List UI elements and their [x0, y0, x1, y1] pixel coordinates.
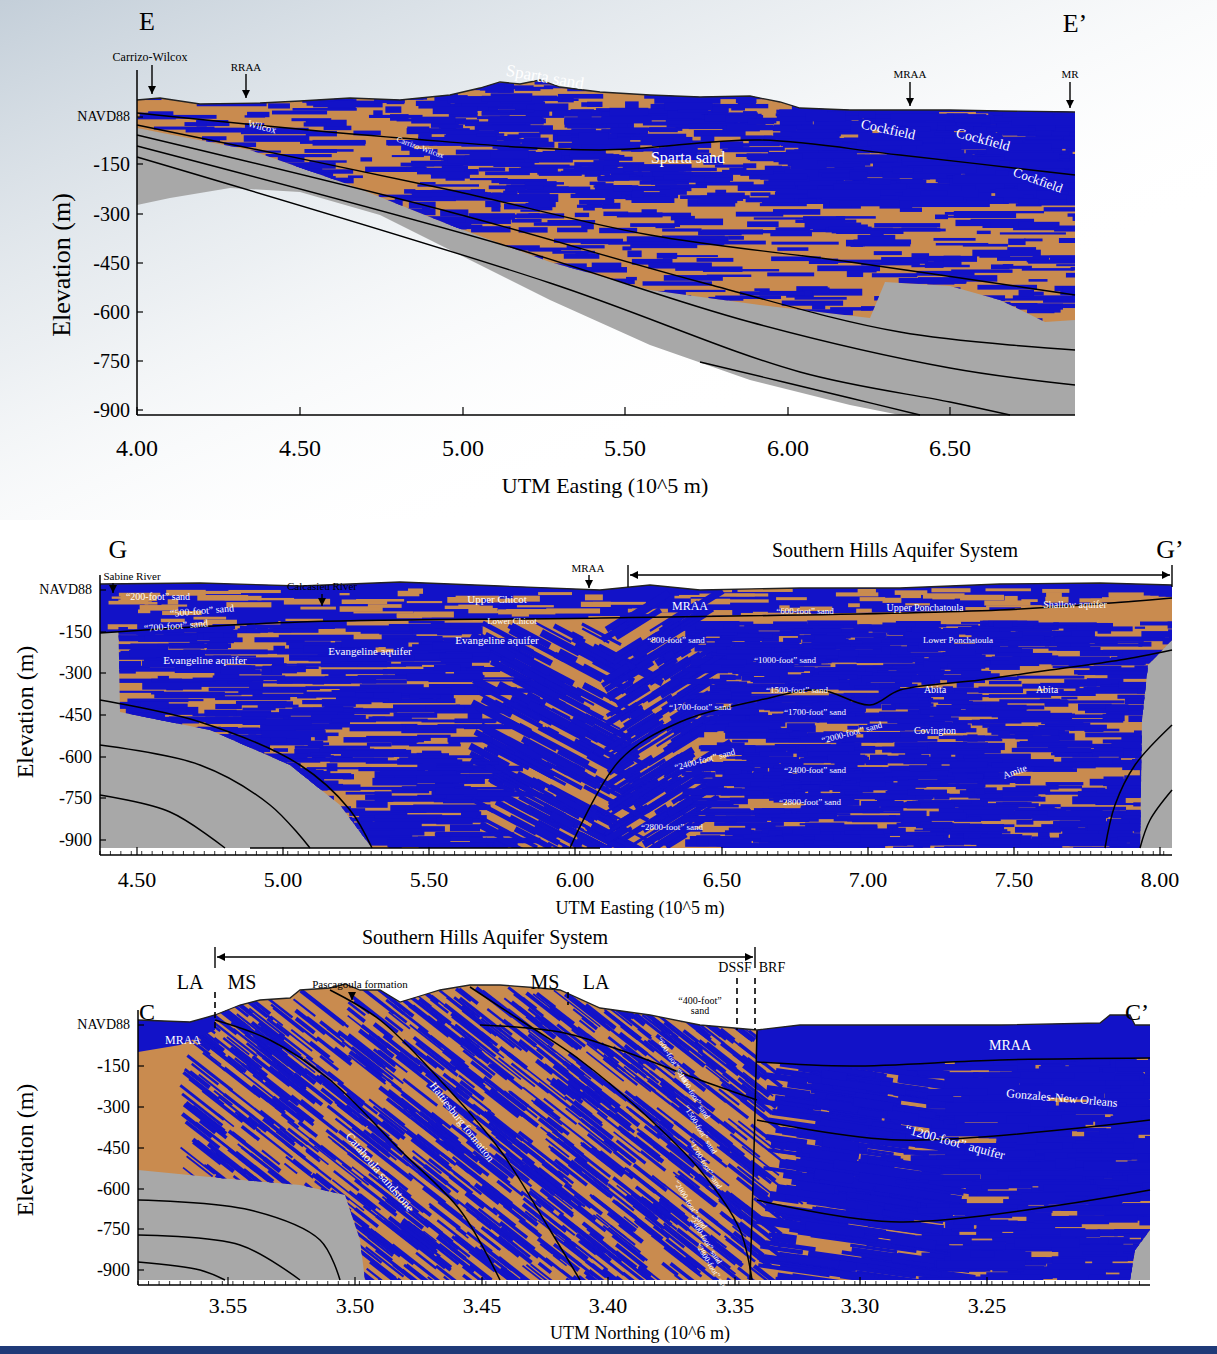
figure-page: EE’Carrizo-WilcoxRRAAMRAAMRNAVD88-150-30… — [0, 0, 1217, 1354]
